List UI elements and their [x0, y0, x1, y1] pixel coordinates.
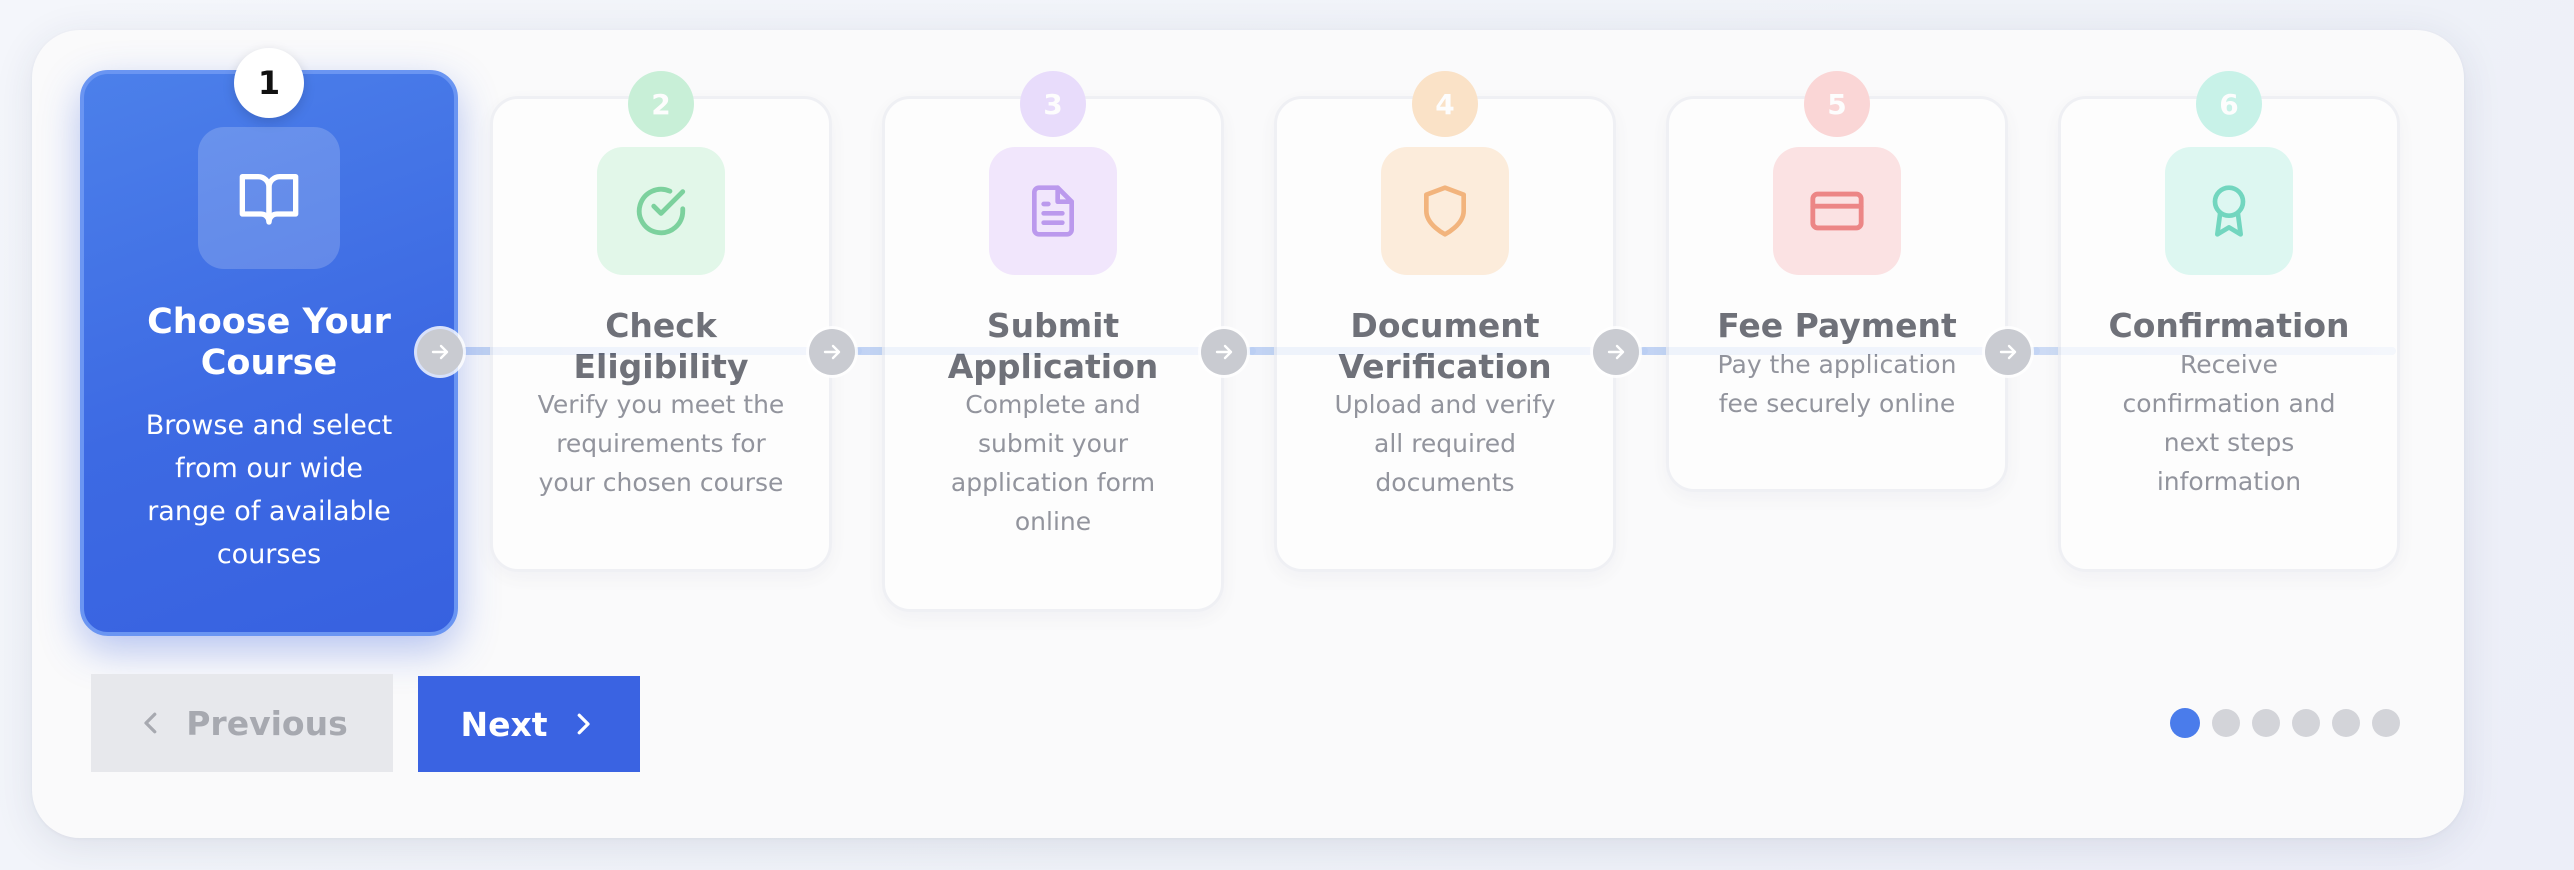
step-description: Pay the application fee securely online [1717, 350, 1957, 418]
step-title: Confirmation [2108, 306, 2350, 345]
check-circle-icon [636, 186, 686, 236]
step-arrow-connector [1201, 329, 1247, 375]
step-title: Choose Your Course [147, 302, 391, 383]
step-icon-box [1381, 147, 1509, 275]
shield-icon [1424, 185, 1466, 237]
book-open-icon [239, 174, 299, 225]
step-arrow-connector [417, 329, 463, 375]
step-arrow-connector [1593, 329, 1639, 375]
step-card-2[interactable]: 2 Check Eligibility Verify you meet the … [490, 71, 832, 572]
step-arrow-connector [1985, 329, 2031, 375]
step-icon-box [989, 147, 1117, 275]
step-number-badge: 6 [2196, 71, 2262, 137]
step-description: Receive confirmation and next steps info… [2122, 350, 2336, 496]
credit-card-icon [1810, 191, 1864, 231]
step-number-badge: 4 [1412, 71, 1478, 137]
step-card-1[interactable]: 1 Choose Your Course Browse and select f… [80, 48, 458, 636]
arrow-right-icon [1999, 344, 2017, 360]
pagination-dot-5[interactable] [2332, 709, 2360, 737]
step-card-5[interactable]: 5 Fee Payment Pay the application fee se… [1666, 71, 2008, 492]
step-card-3[interactable]: 3 Submit Application Complete and submit… [882, 71, 1224, 612]
step-card-6[interactable]: 6 Confirmation Receive confirmation and … [2058, 71, 2400, 572]
step-description: Upload and verify all required documents [1334, 390, 1556, 497]
step-title: Fee Payment [1717, 306, 1957, 345]
step-card-4[interactable]: 4 Document Verification Upload and verif… [1274, 71, 1616, 572]
pagination-dot-1[interactable] [2170, 708, 2200, 738]
chevron-left-icon [144, 712, 157, 734]
pagination-dot-4[interactable] [2292, 709, 2320, 737]
previous-button-label: Previous [186, 703, 348, 743]
pagination-dot-3[interactable] [2252, 709, 2280, 737]
award-icon [2212, 185, 2246, 237]
step-icon-box [198, 127, 340, 269]
arrow-right-icon [823, 344, 841, 360]
step-number-badge: 2 [628, 71, 694, 137]
next-button-label: Next [460, 704, 548, 744]
arrow-right-icon [1215, 344, 1233, 360]
step-title: Check Eligibility [573, 306, 749, 386]
step-title: Document Verification [1338, 306, 1552, 386]
step-icon-box [1773, 147, 1901, 275]
step-description: Browse and select from our wide range of… [145, 410, 393, 570]
step-description: Verify you meet the requirements for you… [537, 390, 785, 497]
pagination-dot-2[interactable] [2212, 709, 2240, 737]
arrow-right-icon [1607, 344, 1625, 360]
document-icon [1032, 185, 1074, 237]
arrow-right-icon [431, 344, 449, 360]
step-icon-box [597, 147, 725, 275]
step-number-badge: 5 [1804, 71, 1870, 137]
step-icon-box [2165, 147, 2293, 275]
pagination-dot-6[interactable] [2372, 709, 2400, 737]
step-description: Complete and submit your application for… [950, 390, 1156, 536]
step-arrow-connector [809, 329, 855, 375]
step-number-badge: 1 [234, 48, 304, 118]
chevron-right-icon [577, 713, 590, 735]
pagination-dots [2170, 708, 2400, 738]
step-title: Submit Application [947, 306, 1159, 386]
previous-button[interactable]: Previous [91, 674, 393, 772]
step-number-badge: 3 [1020, 71, 1086, 137]
next-button[interactable]: Next [418, 676, 640, 772]
